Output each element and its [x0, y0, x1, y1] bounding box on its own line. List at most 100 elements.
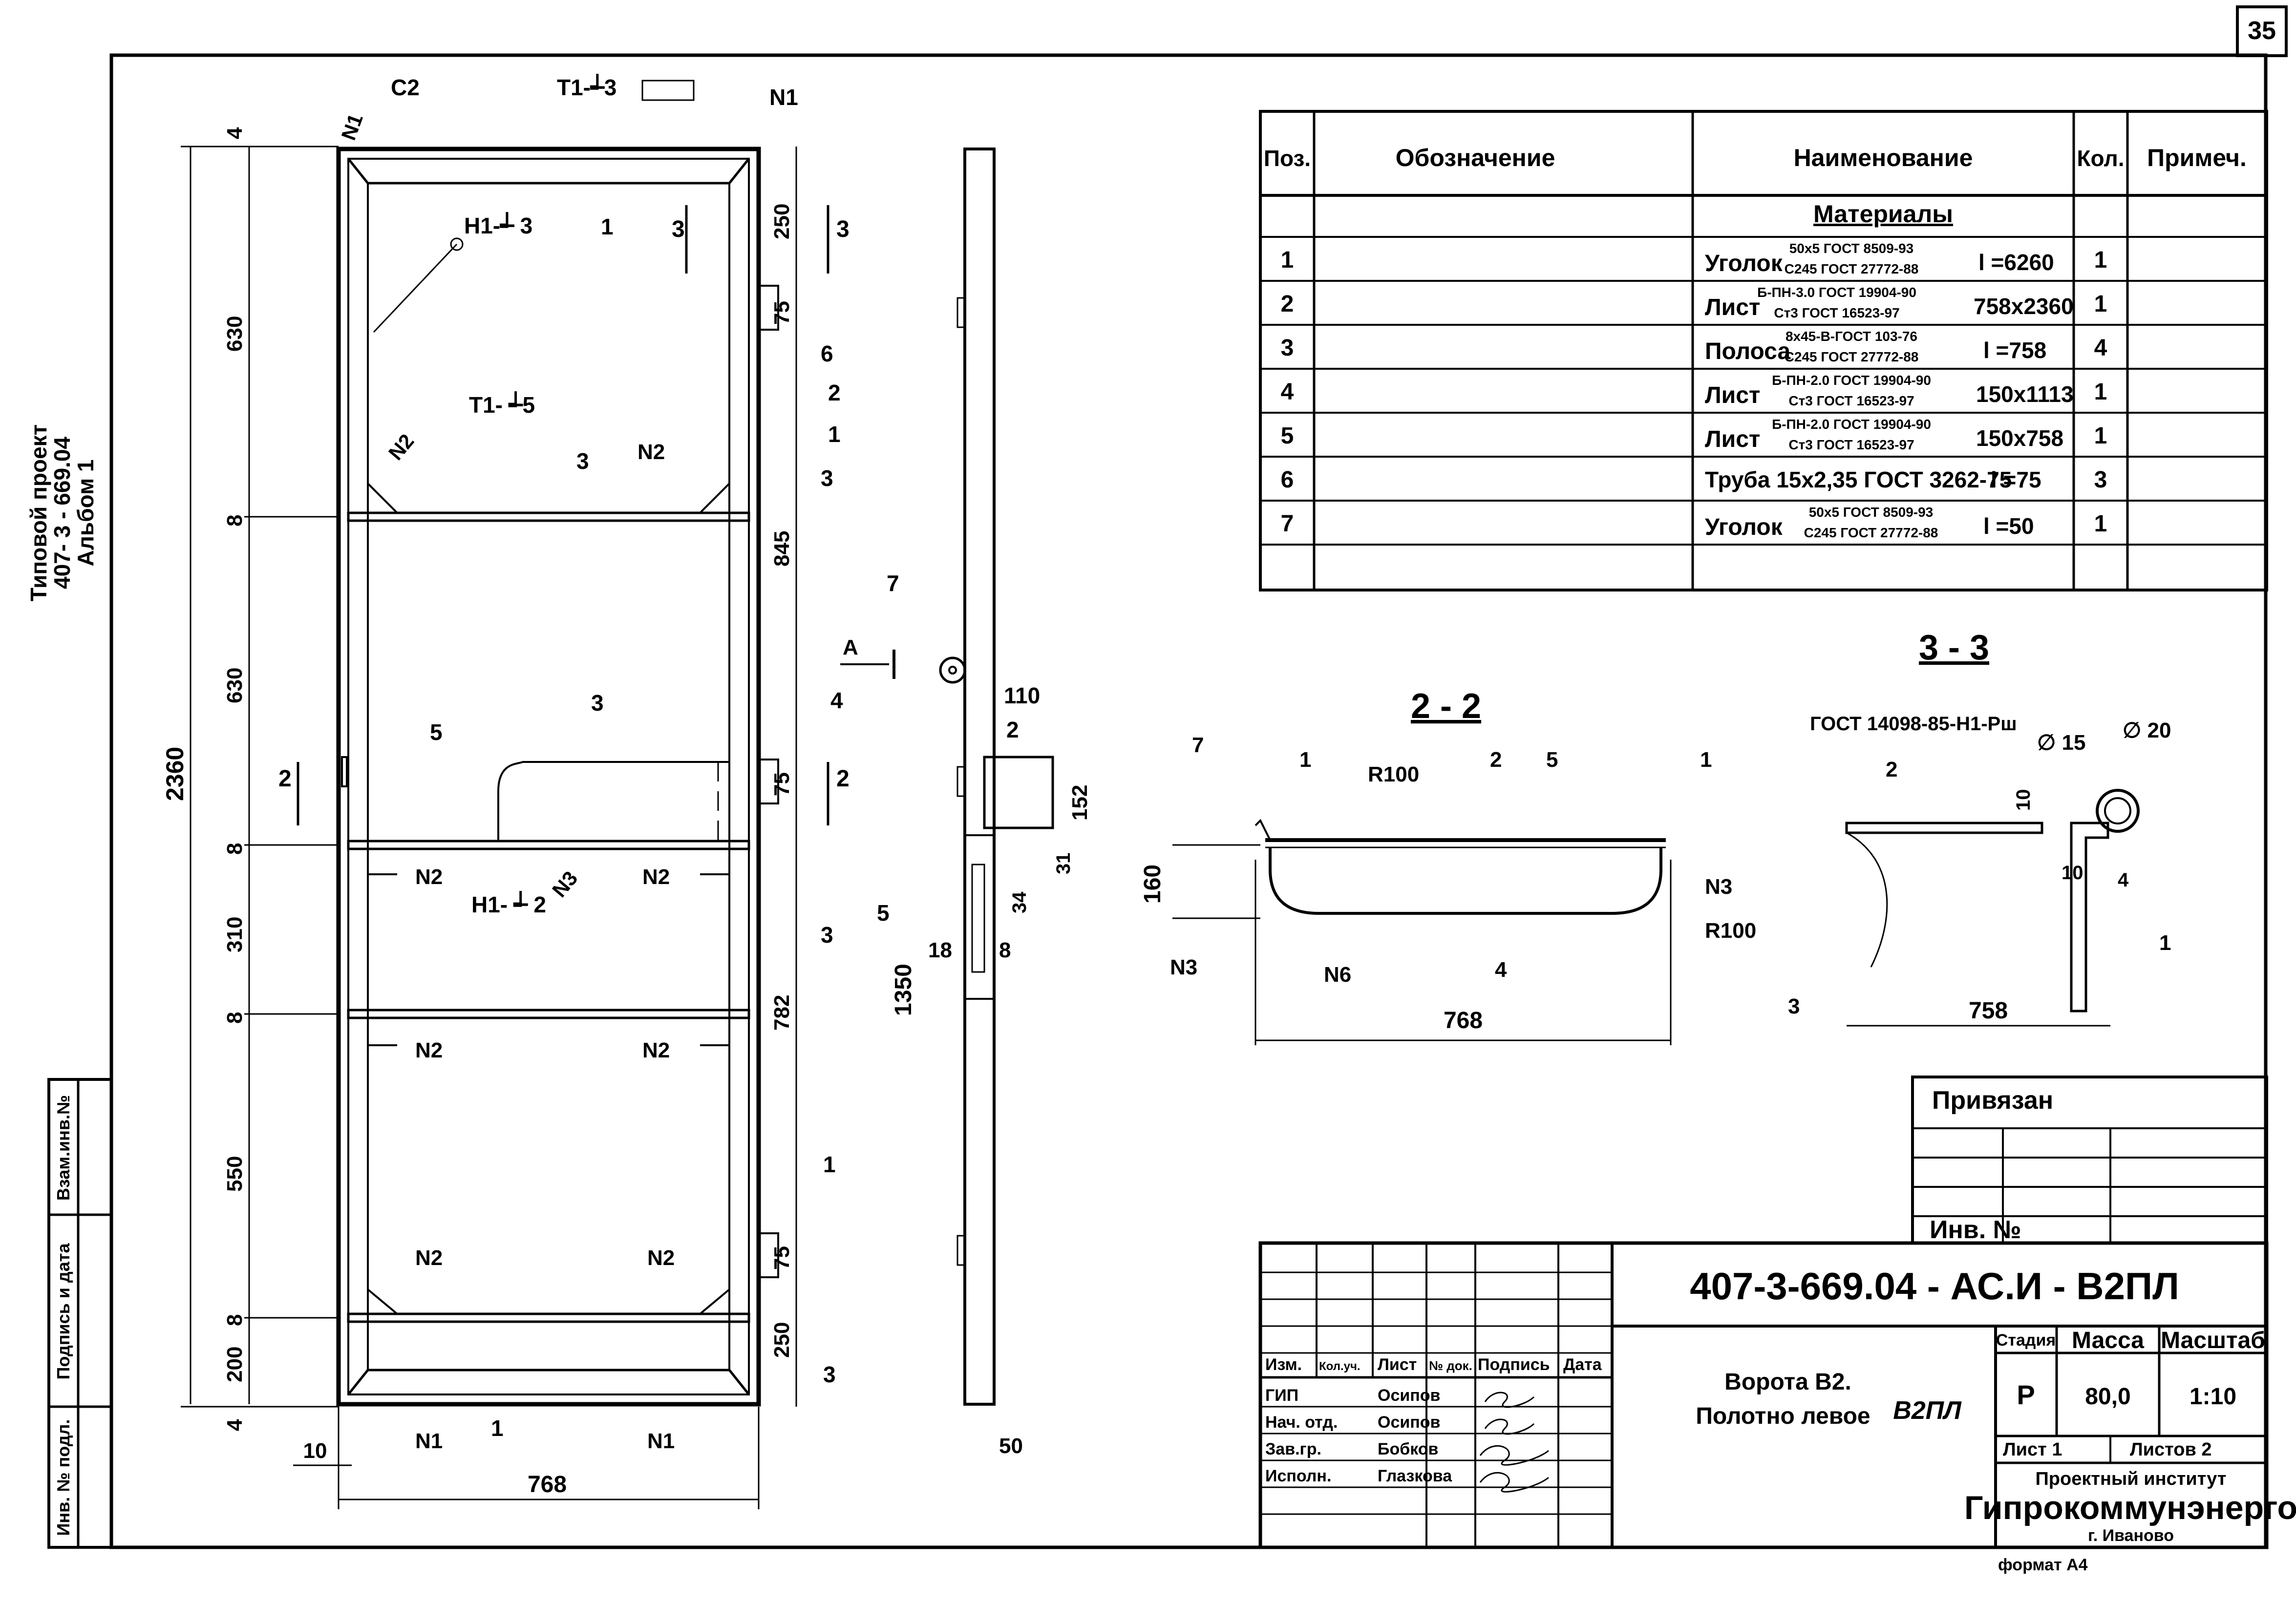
dim-31: 31	[1053, 853, 1074, 875]
title-block: Изм. Кол.уч. Лист № док. Подпись Дата ГИ…	[1258, 1241, 2296, 1549]
dim-630-top: 630	[223, 316, 247, 352]
callout-3-e: 3	[823, 1362, 836, 1387]
s33-d20: ∅ 20	[2123, 718, 2171, 742]
tb-sheets: Листов 2	[2130, 1439, 2212, 1460]
callout-7: 7	[887, 570, 899, 596]
spec-row3-top: 8x45-В-ГОСТ 103-76	[1786, 329, 1917, 344]
spec-row1-bottom: C245 ГОСТ 27772-88	[1785, 261, 1919, 276]
cross-strips	[347, 511, 750, 1323]
spec-row4-qty: 1	[2094, 379, 2107, 405]
gate-inner-frame	[347, 158, 750, 1395]
inv-podl-label: Инв. № подл.	[53, 1419, 73, 1536]
dim-200: 200	[223, 1347, 247, 1382]
dim-75-c: 75	[770, 1246, 794, 1270]
spec-row5-size: 150x758	[1976, 425, 2063, 451]
tb-sheet: Лист 1	[2003, 1439, 2062, 1460]
tb-city: г. Иваново	[2088, 1526, 2174, 1545]
spec-row1-pos: 1	[1281, 247, 1294, 273]
label-n2-ml: N2	[415, 865, 443, 889]
left-strip: Взам.инв.№ Подпись и дата Инв. № подл.	[47, 1078, 113, 1549]
s33-dim-10-h: 10	[2062, 862, 2083, 884]
callout-2: 2	[828, 380, 841, 405]
side-view: 110 2 152 31 34 18 8 50 A	[840, 148, 1092, 1458]
spec-section-materials: Материалы	[1813, 200, 1953, 228]
spec-row5-pos: 5	[1281, 423, 1294, 449]
spec-row3-name: Полоса	[1705, 338, 1790, 364]
s22-dim-768: 768	[1444, 1008, 1483, 1034]
callout-6: 6	[821, 341, 833, 366]
dim-250-bottom: 250	[770, 1322, 794, 1358]
privyazan-block: Привязан Инв. №	[1911, 1076, 2268, 1245]
s33-dim-10-v: 10	[2013, 789, 2034, 811]
podpis-label: Подпись и дата	[53, 1243, 73, 1380]
s22-label-n6: N6	[1324, 963, 1351, 987]
tb-scale: 1:10	[2190, 1384, 2236, 1410]
label-n2-r3: N2	[642, 1038, 670, 1062]
dim-768: 768	[528, 1472, 567, 1498]
vzam-inv-label: Взам.инв.№	[53, 1095, 73, 1201]
tb-title-line2: Полотно левое	[1696, 1403, 1870, 1429]
spec-row7-qty: 1	[2094, 511, 2107, 537]
page-number: 35	[2248, 17, 2276, 45]
callout-5: 5	[430, 719, 443, 745]
front-dims-right: 250 75 845 75 782 75 250 1350	[770, 147, 916, 1407]
section-mark-3-left: 3	[672, 216, 685, 242]
spec-row5-top: Б-ПН-2.0 ГОСТ 19904-90	[1772, 417, 1931, 432]
callout-4: 4	[830, 688, 843, 713]
spec-head-primech: Примеч.	[2147, 144, 2247, 171]
callout-3-b: 3	[591, 690, 604, 716]
label-n2-r4: N2	[647, 1246, 675, 1270]
s33-label-2: 2	[1886, 758, 1897, 781]
tb-head-kolich: Кол.уч.	[1319, 1360, 1361, 1373]
label-h1-2: H1- ┵ 2	[471, 891, 546, 917]
spec-row7-name: Уголок	[1705, 514, 1783, 540]
spec-row1-size: l =6260	[1978, 250, 2054, 275]
spec-row2-size: 758x2360	[1974, 294, 2074, 319]
callout-1-top: 1	[601, 214, 614, 239]
section-3-3: 3 - 3 ГОСТ 14098-85-Н1-Рш ∅ 15 ∅ 20 2 10…	[1788, 628, 2171, 1027]
label-t1-3: T1-┵3	[557, 74, 617, 100]
callout-1-mid: 1	[828, 422, 841, 447]
spec-head-kol: Кол.	[2077, 146, 2124, 171]
side-stamp-line3: Альбом 1	[73, 459, 98, 566]
callout-3-c: 3	[821, 465, 833, 491]
tb-name-nach: Осипов	[1378, 1413, 1440, 1432]
tb-head-data: Дата	[1563, 1355, 1602, 1374]
tb-org2: Гипрокоммунэнерго	[1964, 1489, 2296, 1526]
dim-250-top: 250	[770, 204, 794, 239]
spec-row5-bottom: Ст3 ГОСТ 16523-97	[1788, 437, 1914, 452]
label-c2: C2	[391, 75, 420, 100]
page-number-box: 35	[2236, 5, 2288, 57]
label-n2-tr: N2	[638, 440, 665, 464]
spec-row3-bottom: C245 ГОСТ 27772-88	[1785, 349, 1919, 364]
format-label: формат А4	[1998, 1556, 2088, 1574]
section-3-3-title: 3 - 3	[1919, 628, 1989, 667]
label-n1-br: N1	[647, 1429, 675, 1453]
tb-name-gip: Осипов	[1378, 1386, 1440, 1405]
dim-10: 10	[303, 1439, 327, 1463]
label-n3: N3	[548, 866, 582, 901]
spec-row3-qty: 4	[2094, 335, 2107, 361]
tb-head-list: Лист	[1378, 1355, 1417, 1374]
spec-row7-size: l =50	[1983, 513, 2034, 539]
tb-stage: Р	[2017, 1379, 2035, 1410]
dim-782: 782	[770, 995, 794, 1031]
signatures	[1479, 1392, 1549, 1493]
side-stamp: Типовой проект 407- 3 - 669.04 Альбом 1	[26, 424, 98, 601]
dim-152: 152	[1068, 785, 1092, 821]
tb-role-zav: Зав.гр.	[1265, 1440, 1321, 1458]
s22-label-1-right: 1	[1700, 748, 1712, 772]
side-stamp-line1: Типовой проект	[26, 424, 51, 601]
spec-row1-name: Уголок	[1705, 251, 1783, 276]
spec-row6-qty: 3	[2094, 467, 2107, 493]
tb-mark: В2ПЛ	[1893, 1396, 1962, 1425]
front-labels: C2 T1-┵3 N1 N1 H1-┵ 3 T1- ┵5 N2 N2 N2 N2…	[278, 74, 899, 1453]
label-n1-top-left: N1	[337, 111, 367, 144]
spec-row3-pos: 3	[1281, 335, 1294, 361]
spec-row2-qty: 1	[2094, 291, 2107, 317]
spec-row7-bottom: C245 ГОСТ 27772-88	[1804, 525, 1938, 540]
gussets	[367, 481, 730, 1315]
side-stamp-line2: 407- 3 - 669.04	[49, 437, 75, 589]
label-n1-bl: N1	[415, 1429, 443, 1453]
